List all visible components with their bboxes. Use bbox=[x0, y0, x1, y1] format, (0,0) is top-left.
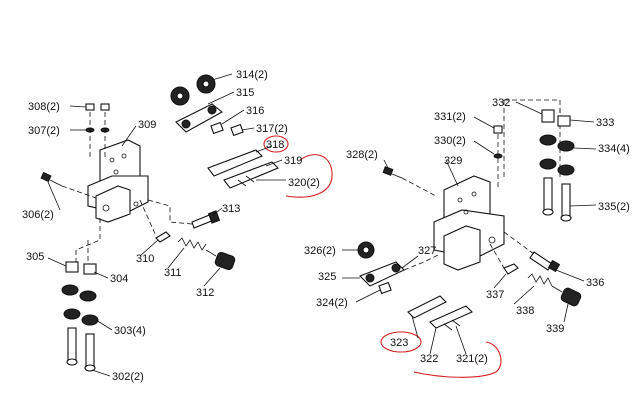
label-313: 313 bbox=[222, 203, 240, 215]
label-318: 318 bbox=[266, 139, 284, 151]
label-323: 323 bbox=[390, 337, 408, 349]
label-329: 329 bbox=[444, 155, 462, 167]
label-324: 324(2) bbox=[316, 297, 348, 309]
bolt-302 bbox=[66, 327, 96, 372]
bracket-329 bbox=[433, 175, 505, 271]
highlight-annotations bbox=[263, 135, 502, 378]
roller-326 bbox=[357, 241, 375, 259]
spring-338 bbox=[527, 273, 553, 287]
spacer-305 bbox=[65, 261, 97, 275]
pin-317 bbox=[230, 123, 244, 137]
bracket-309 bbox=[87, 139, 149, 223]
label-338: 338 bbox=[516, 305, 534, 317]
label-332: 332 bbox=[492, 97, 510, 109]
label-307: 307(2) bbox=[28, 125, 60, 137]
label-334: 334(4) bbox=[598, 143, 630, 155]
screw-328 bbox=[382, 166, 403, 179]
roller-314 bbox=[170, 74, 216, 106]
pin-310 bbox=[155, 231, 171, 243]
label-312: 312 bbox=[196, 287, 214, 299]
knob-339 bbox=[551, 285, 582, 307]
screw-336 bbox=[529, 251, 561, 273]
plate-323 bbox=[407, 295, 473, 331]
label-321: 321(2) bbox=[456, 353, 488, 365]
screw-306 bbox=[40, 171, 63, 187]
link-325 bbox=[359, 261, 405, 287]
pin-324 bbox=[378, 281, 392, 295]
label-331: 331(2) bbox=[434, 111, 466, 123]
label-333: 333 bbox=[596, 117, 614, 129]
label-306: 306(2) bbox=[22, 209, 54, 221]
roller-334 bbox=[539, 134, 575, 176]
knob-312 bbox=[205, 249, 236, 271]
label-328: 328(2) bbox=[346, 149, 378, 161]
label-337: 337 bbox=[486, 289, 504, 301]
pin-316 bbox=[210, 121, 224, 135]
leader-lines bbox=[47, 73, 597, 377]
label-339: 339 bbox=[546, 323, 564, 335]
screw-313 bbox=[191, 210, 221, 229]
label-304: 304 bbox=[110, 273, 128, 285]
label-326: 326(2) bbox=[304, 245, 336, 257]
plate-318 bbox=[207, 149, 279, 189]
label-303: 303(4) bbox=[114, 325, 146, 337]
label-305: 305 bbox=[26, 251, 44, 263]
label-336: 336 bbox=[586, 277, 604, 289]
screw-308 bbox=[85, 103, 110, 133]
spring-311 bbox=[177, 237, 207, 251]
label-325: 325 bbox=[318, 271, 336, 283]
label-311: 311 bbox=[164, 267, 182, 279]
spacer-332 bbox=[541, 109, 571, 127]
label-308: 308(2) bbox=[28, 101, 60, 113]
label-309: 309 bbox=[138, 119, 156, 131]
label-302: 302(2) bbox=[112, 371, 144, 383]
label-316: 316 bbox=[246, 105, 264, 117]
roller-303 bbox=[61, 284, 99, 326]
label-322: 322 bbox=[420, 353, 438, 365]
label-327: 327 bbox=[418, 245, 436, 257]
bolt-335 bbox=[542, 177, 572, 222]
link-315 bbox=[175, 103, 223, 133]
label-335: 335(2) bbox=[598, 201, 630, 213]
label-330: 330(2) bbox=[434, 135, 466, 147]
label-310: 310 bbox=[136, 253, 154, 265]
label-317: 317(2) bbox=[256, 123, 288, 135]
label-320: 320(2) bbox=[288, 177, 320, 189]
label-314: 314(2) bbox=[236, 69, 268, 81]
label-319: 319 bbox=[284, 155, 302, 167]
pin-337 bbox=[503, 263, 519, 275]
part-labels: 314(2) 315 316 317(2) 318 319 320(2) 308… bbox=[22, 69, 630, 383]
label-315: 315 bbox=[236, 87, 254, 99]
